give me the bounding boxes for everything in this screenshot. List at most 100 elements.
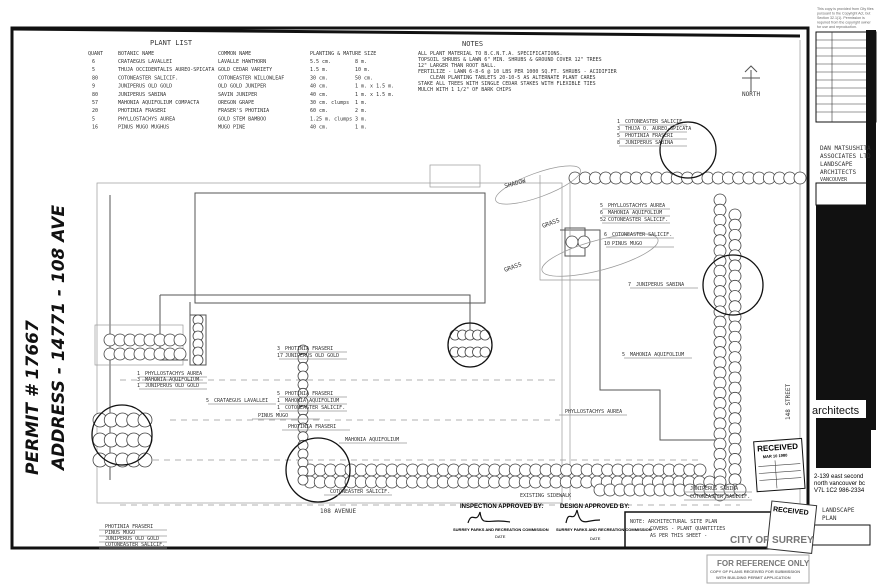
plant-cell: 6 bbox=[92, 59, 95, 65]
plant-cell: 40 cm. bbox=[310, 125, 328, 131]
plant-callout: JUNIPERUS OLD GOLD bbox=[99, 536, 167, 543]
shrub-symbol bbox=[793, 171, 807, 185]
plant-cell: COTONEASTER WILLOWLEAF bbox=[218, 75, 284, 81]
received-date: MAR 10 1980 bbox=[763, 452, 789, 459]
street-south-label: 108 AVENUE bbox=[320, 508, 357, 515]
callout-label: COTONEASTER SALICIF. bbox=[608, 217, 668, 223]
callout-label: MAHONIA AQUIFOLIUM bbox=[608, 210, 662, 216]
approvals: INSPECTION APPROVED BY: SURREY PARKS AND… bbox=[453, 504, 776, 549]
architects-address: V7L 1C2 986-2334 bbox=[814, 488, 865, 494]
callout-label: PINUS MUGO bbox=[105, 530, 135, 536]
plant-cell: PINUS MUGO MUGHUS bbox=[118, 125, 169, 131]
plant-cell: 60 cm. bbox=[310, 108, 328, 114]
received-stamp: RECEIVED MAR 10 1980 bbox=[753, 437, 806, 493]
callout-label: THUJA O. AUREO-SPICATA bbox=[625, 126, 691, 132]
hand-note: SHADOW bbox=[504, 177, 527, 189]
callout-qty: 1 bbox=[137, 371, 140, 377]
callout-label: COTONEASTER SALICIF. bbox=[612, 232, 672, 238]
callout-qty: 5 bbox=[277, 391, 280, 397]
note-line: CLEAN PLANTING TABLETS 20-10-5 AS ALTERN… bbox=[430, 75, 596, 81]
plant-callout: COTONEASTER SALICIF. bbox=[684, 494, 752, 501]
architects-logo: architects bbox=[812, 405, 860, 417]
callout-label: JUNIPERUS OLD GOLD bbox=[285, 353, 339, 359]
plant-list-title: PLANT LIST bbox=[150, 39, 193, 47]
drawing-title: LANDSCAPE bbox=[822, 507, 855, 514]
plant-cell: 40 cm. bbox=[310, 84, 328, 90]
plant-cell: 3 m. bbox=[355, 116, 367, 122]
permit-address: ADDRESS - 14771 - 108 AVE bbox=[49, 205, 69, 472]
shrub-symbol bbox=[297, 474, 309, 486]
plant-cell: LAVALLE HAWTHORN bbox=[218, 59, 266, 65]
callout-qty: 1 bbox=[277, 405, 280, 411]
plant-cell: 8 m. bbox=[355, 59, 367, 65]
plant-list-header: PLANTING & MATURE SIZE bbox=[310, 51, 376, 57]
callout-label: PHYLLOSTACHYS AUREA bbox=[145, 371, 202, 377]
shrub-symbol bbox=[173, 347, 187, 361]
firm-name: ARCHITECTS bbox=[820, 169, 857, 176]
inspection-label: INSPECTION APPROVED BY: bbox=[460, 504, 543, 510]
note-line: STAKE ALL TREES WITH SINGLE CEDAR STAKES… bbox=[418, 81, 596, 87]
north-arrow: NORTH bbox=[742, 65, 760, 98]
shrub-symbol bbox=[479, 346, 491, 358]
plant-cell: 16 bbox=[92, 125, 98, 131]
plant-cell: SAVIN JUNIPER bbox=[218, 92, 258, 98]
plant-callout: PHYLLOSTACHYS AUREA 1 bbox=[137, 371, 207, 378]
plant-callout: COTONEASTER SALICIF.1 bbox=[617, 119, 687, 126]
plant-cell: THUJA OCCIDENTALIS AUREO-SPICATA bbox=[118, 67, 214, 73]
callout-label: MAHONIA AQUIFOLIUM bbox=[285, 398, 339, 404]
plant-callout: PINUS MUGO bbox=[99, 530, 167, 537]
commission-label: SURREY PARKS AND RECREATION COMMISSION bbox=[453, 527, 549, 532]
copyright-notice: This copy is provided from City files bbox=[817, 7, 874, 11]
plant-callout: PHOTINIA FRASERI bbox=[282, 424, 350, 431]
plant-callout: JUNIPERUS SABINA bbox=[684, 486, 752, 493]
site-note: COVERS - PLANT QUANTITIES bbox=[650, 526, 725, 532]
note-line: MULCH WITH 1 1/2" OF BARK CHIPS bbox=[418, 87, 511, 93]
sidewalk-label: EXISTING SIDEWALK bbox=[520, 493, 571, 499]
callout-qty: 3 bbox=[617, 126, 620, 132]
architects-address: 2-139 east second bbox=[814, 474, 863, 480]
plant-cell: 1 m. x 1.5 m. bbox=[355, 92, 394, 98]
plant-callout: THUJA O. AUREO-SPICATA 3 bbox=[617, 126, 691, 133]
plant-cell: 1 m. x 1.5 m. bbox=[355, 84, 394, 90]
note-line: FERTILIZE - LAWN 6-8-6 @ 10 LBS PER 1000… bbox=[418, 69, 618, 75]
hand-note: GRASS bbox=[541, 217, 561, 230]
callout-label: PHOTINIA FRASERI bbox=[288, 424, 336, 430]
callout-label: PHOTINIA FRASERI bbox=[285, 346, 333, 352]
callout-qty: 1 bbox=[617, 119, 620, 125]
plant-cell: JUNIPERUS SABINA bbox=[118, 92, 166, 98]
plant-cell: MAHONIA AQUIFOLIUM COMPACTA bbox=[118, 100, 199, 106]
received-stamp-2: RECEIVED bbox=[766, 500, 818, 554]
plant-cell: PHOTINIA FRASERI bbox=[118, 108, 166, 114]
plant-cell: 20 bbox=[92, 108, 98, 114]
design-label: DESIGN APPROVED BY: bbox=[560, 504, 630, 510]
design-signature bbox=[565, 509, 601, 524]
callout-label: PINUS MUGO bbox=[612, 241, 642, 247]
north-label: NORTH bbox=[742, 91, 760, 98]
shrub-symbol bbox=[479, 329, 491, 341]
received-label: RECEIVED bbox=[757, 442, 799, 454]
shrub-symbol bbox=[173, 333, 187, 347]
callout-qty: 5 bbox=[206, 398, 209, 404]
callout-qty: 52 bbox=[600, 217, 606, 223]
callout-qty: 17 bbox=[277, 353, 283, 359]
plant-cell: COTONEASTER SALICIF. bbox=[118, 75, 178, 81]
callout-label: PINUS MUGO bbox=[258, 413, 288, 419]
plant-cell: 1 m. bbox=[355, 125, 367, 131]
copyright-notice: pursuant to the Copyright Act, but bbox=[817, 12, 870, 16]
reference-stamp-title: FOR REFERENCE ONLY bbox=[717, 559, 810, 568]
